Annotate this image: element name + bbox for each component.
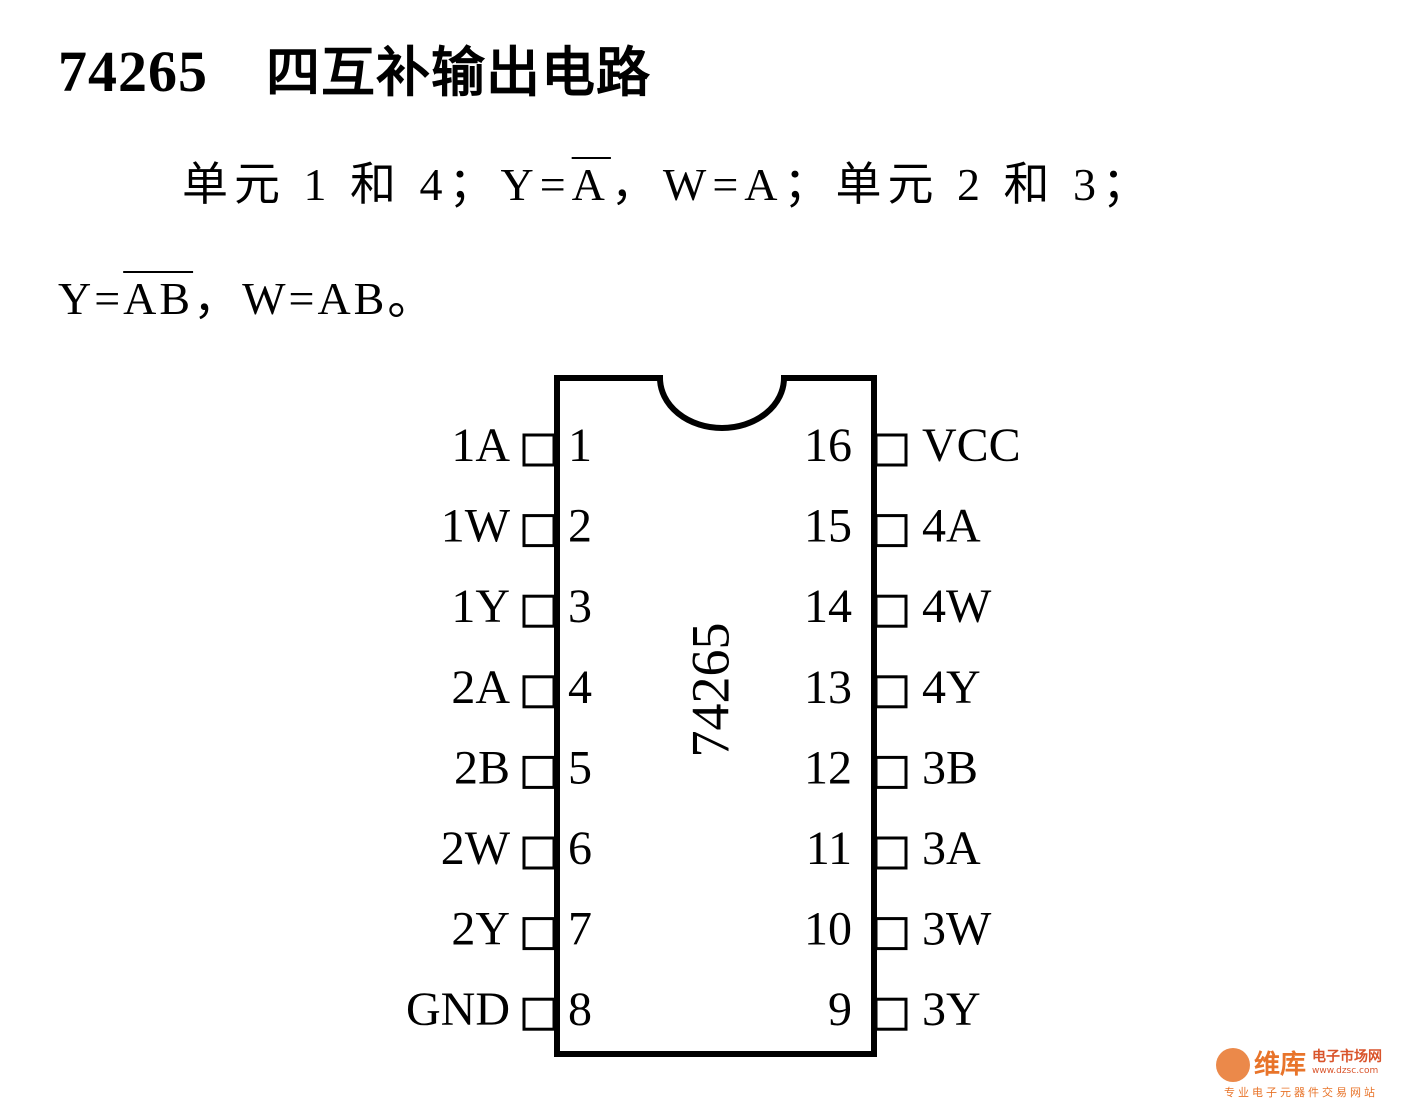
desc1-suffix: ，W=A；单元 2 和 3；	[610, 159, 1154, 210]
desc2-suffix: ，W=AB。	[193, 273, 437, 324]
pin-10-label: 3W	[922, 903, 992, 956]
pin-15-box	[874, 514, 908, 548]
pin-16-label: VCC	[922, 419, 1021, 472]
pin-1-label: 1A	[451, 419, 510, 472]
desc2-prefix: Y=	[58, 273, 124, 324]
pin-5-label: 2B	[454, 741, 510, 794]
pin-9-label: 3Y	[922, 983, 981, 1036]
pin-3-number: 3	[568, 580, 592, 633]
pin-5-number: 5	[568, 741, 592, 794]
watermark-brand: 维库	[1254, 1050, 1307, 1080]
pin-12-box	[874, 755, 908, 789]
pin-10-number: 10	[804, 903, 852, 956]
pin-4-number: 4	[568, 661, 592, 714]
pin-12-number: 12	[804, 741, 852, 794]
pin-6-box	[522, 836, 556, 870]
pin-13-number: 13	[804, 661, 852, 714]
pin-15-label: 4A	[922, 500, 981, 553]
pin-8-label: GND	[406, 983, 510, 1036]
pin-2-box	[522, 514, 556, 548]
pin-16-box	[874, 433, 908, 467]
page-title: 74265 四互补输出电路	[58, 28, 651, 107]
pin-7-number: 7	[568, 903, 592, 956]
pin-11-number: 11	[806, 822, 852, 875]
pin-3-label: 1Y	[451, 580, 510, 633]
right-pin-group: 16 VCC 15 4A 14 4W 13 4Y 12 3B 11 3A 10 3W 9 3Y	[804, 419, 1021, 1036]
part-number: 74265	[58, 39, 208, 104]
pin-14-number: 14	[804, 580, 852, 633]
pin-6-number: 6	[568, 822, 592, 875]
pin-10-box	[874, 917, 908, 951]
description-line-2: Y=AB，W=AB。	[58, 262, 436, 328]
chip-body	[554, 375, 877, 1057]
watermark-logo-icon	[1216, 1048, 1250, 1082]
pin-8-number: 8	[568, 983, 592, 1036]
pin-5-box	[522, 755, 556, 789]
pin-15-number: 15	[804, 500, 852, 553]
pin-2-number: 2	[568, 500, 592, 553]
desc1-prefix: 单元 1 和 4；Y=	[182, 159, 572, 210]
description-line-1: 单元 1 和 4；Y=A，W=A；单元 2 和 3；	[182, 148, 1154, 214]
pin-11-label: 3A	[922, 822, 981, 875]
pin-9-box	[874, 997, 908, 1031]
desc2-overlined: AB	[123, 273, 194, 324]
chip-label: 74265	[680, 623, 740, 758]
pin-9-number: 9	[828, 983, 852, 1036]
pin-3-box	[522, 594, 556, 628]
desc1-overlined: A	[571, 159, 611, 210]
circuit-name: 四互补输出电路	[266, 41, 651, 104]
pin-4-box	[522, 675, 556, 709]
pin-11-box	[874, 836, 908, 870]
watermark-tagline: 专业电子元器件交易网站	[1224, 1086, 1378, 1099]
pin-16-number: 16	[804, 419, 852, 472]
pin-14-label: 4W	[922, 580, 992, 633]
watermark-site: 电子市场网	[1312, 1049, 1382, 1065]
watermark: 维库 电子市场网 www.dzsc.com 专业电子元器件交易网站	[1216, 1044, 1402, 1102]
pin-7-label: 2Y	[451, 903, 510, 956]
pin-7-box	[522, 917, 556, 951]
pin-14-box	[874, 594, 908, 628]
pin-4-label: 2A	[451, 661, 510, 714]
watermark-url: www.dzsc.com	[1312, 1066, 1379, 1076]
pin-1-box	[522, 433, 556, 467]
left-pin-group: 1 1A 2 1W 3 1Y 4 2A 5 2B 6 2W 7 2Y 8 GND	[406, 419, 592, 1036]
pin-2-label: 1W	[441, 500, 511, 553]
pin-1-number: 1	[568, 419, 592, 472]
pin-13-label: 4Y	[922, 661, 981, 714]
pin-12-label: 3B	[922, 741, 978, 794]
pin-6-label: 2W	[441, 822, 511, 875]
pin-8-box	[522, 997, 556, 1031]
pin-13-box	[874, 675, 908, 709]
